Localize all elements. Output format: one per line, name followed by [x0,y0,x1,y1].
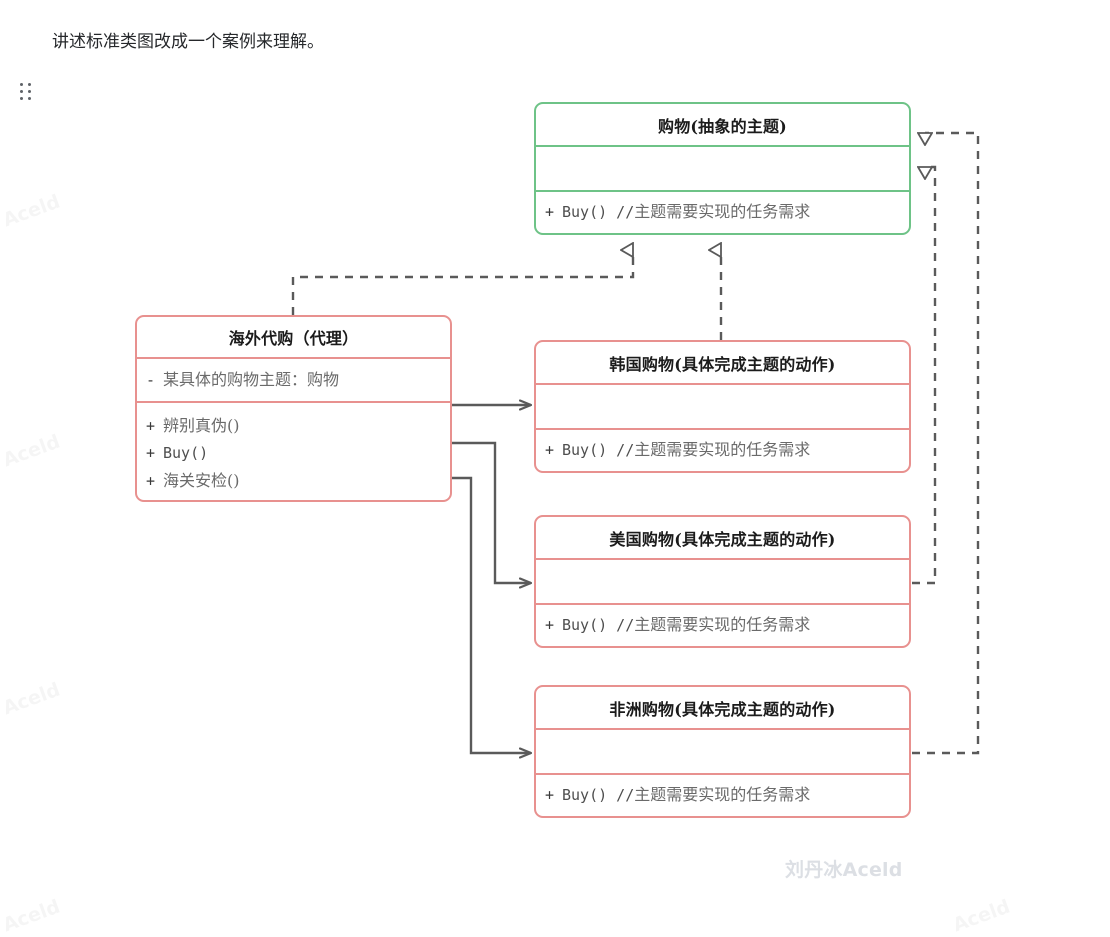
method-signature: Buy() // [562,616,635,634]
method-signature: Buy() // [562,441,635,459]
visibility-marker: + [545,203,555,221]
class-box-korea-shopping[interactable]: 韩国购物(具体完成主题的动作) + Buy() // 主题需要实现的任务需求 [534,340,911,473]
watermark: Aceld [0,431,63,472]
class-methods: + Buy() // 主题需要实现的任务需求 [536,605,909,645]
class-method-row: + Buy() // 主题需要实现的任务需求 [545,198,900,226]
class-methods: + 辨别真伪() + Buy() + 海关安检() [137,403,450,499]
method-signature: 辨别真伪() [163,415,240,435]
class-method-row: + 海关安检() [146,467,441,495]
class-method-row: + Buy() // 主题需要实现的任务需求 [545,611,900,639]
class-methods: + Buy() // 主题需要实现的任务需求 [536,430,909,470]
author-signature: 刘丹冰Aceld [785,859,903,881]
method-signature: Buy() // [562,203,635,221]
class-methods: + Buy() // 主题需要实现的任务需求 [536,775,909,815]
class-attributes: - 某具体的购物主题：购物 [137,359,450,403]
watermark: Aceld [0,191,63,232]
visibility-marker: - [146,371,156,389]
method-signature: Buy() // [562,786,635,804]
intro-paragraph: 讲述标准类图改成一个案例来理解。 [52,32,324,52]
relation-agent-to-abstract [291,250,635,315]
class-box-usa-shopping[interactable]: 美国购物(具体完成主题的动作) + Buy() // 主题需要实现的任务需求 [534,515,911,648]
method-comment: 主题需要实现的任务需求 [634,615,811,634]
class-method-row: + Buy() // 主题需要实现的任务需求 [545,436,900,464]
drag-dot [20,97,23,100]
method-comment: 主题需要实现的任务需求 [634,202,811,221]
drag-dot [28,83,31,86]
class-title: 海外代购（代理） [137,317,450,359]
watermark: Aceld [0,679,63,720]
visibility-marker: + [545,441,555,459]
relation-africa-to-abstract [912,131,980,755]
class-title: 韩国购物(具体完成主题的动作) [536,342,909,385]
class-box-overseas-agent[interactable]: 海外代购（代理） - 某具体的购物主题：购物 + 辨别真伪() + Buy() … [135,315,452,502]
class-box-africa-shopping[interactable]: 非洲购物(具体完成主题的动作) + Buy() // 主题需要实现的任务需求 [534,685,911,818]
drag-dot [20,83,23,86]
class-methods: + Buy() // 主题需要实现的任务需求 [536,192,909,232]
class-method-row: + Buy() [146,440,441,467]
drag-handle-icon[interactable] [20,83,34,103]
visibility-marker: + [545,786,555,804]
watermark: Aceld [0,896,63,937]
class-method-row: + Buy() // 主题需要实现的任务需求 [545,781,900,809]
class-method-row: + 辨别真伪() [146,412,441,440]
visibility-marker: + [545,616,555,634]
drag-dot [28,90,31,93]
relation-agent-to-africa [452,476,531,753]
visibility-marker: + [146,471,156,490]
class-title: 非洲购物(具体完成主题的动作) [536,687,909,730]
class-title: 美国购物(具体完成主题的动作) [536,517,909,560]
attribute-name: 某具体的购物主题：购物 [163,370,340,389]
visibility-marker: + [146,416,156,435]
method-signature: Buy() [163,443,209,462]
visibility-marker: + [146,443,156,462]
class-attributes [536,560,909,605]
method-comment: 主题需要实现的任务需求 [634,785,811,804]
relation-usa-to-abstract [912,165,937,585]
watermark: Aceld [950,896,1013,937]
class-box-shopping-abstract[interactable]: 购物(抽象的主题) + Buy() // 主题需要实现的任务需求 [534,102,911,235]
method-signature: 海关安检() [163,470,240,490]
class-attributes [536,385,909,430]
cutoff-text [100,0,800,6]
class-title: 购物(抽象的主题) [536,104,909,147]
class-attributes [536,730,909,775]
class-attribute-row: - 某具体的购物主题：购物 [146,366,441,394]
relation-agent-to-usa [452,441,531,583]
class-attributes [536,147,909,192]
drag-dot [28,97,31,100]
method-comment: 主题需要实现的任务需求 [634,440,811,459]
drag-dot [20,90,23,93]
